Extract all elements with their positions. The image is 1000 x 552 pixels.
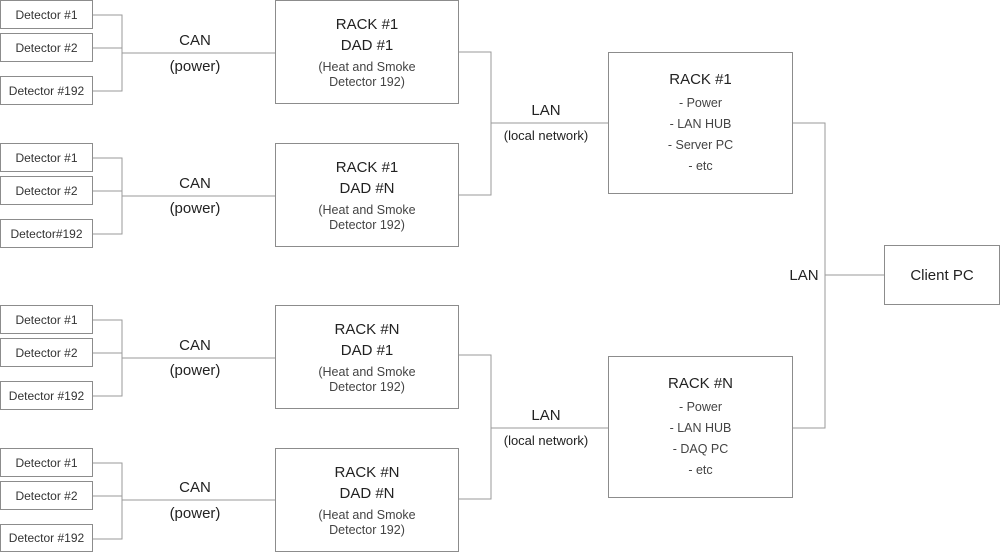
detector-box: Detector #2 (0, 338, 93, 367)
detector-label: Detector #2 (15, 488, 78, 503)
detector-box: Detector #1 (0, 305, 93, 334)
detector-box: Detector #1 (0, 143, 93, 172)
detector-label: Detector #192 (8, 388, 85, 403)
dad-rack-label: RACK #N (334, 464, 400, 481)
rack-item: - etc (688, 463, 713, 477)
rack-title: RACK #1 (669, 71, 732, 88)
dad-name: DAD #1 (340, 37, 394, 54)
detector-box: Detector #192 (0, 76, 93, 105)
client-pc-label: Client PC (910, 266, 974, 284)
detector-label: Detector #2 (15, 40, 78, 55)
lan-link-detail: (local network) (503, 433, 589, 448)
dad-rack-label: RACK #1 (335, 159, 399, 176)
detector-box: Detector #1 (0, 448, 93, 477)
lan-link-label: LAN (531, 102, 561, 119)
dad-name: DAD #N (339, 485, 395, 502)
detector-label: Detector#192 (10, 226, 83, 241)
rack-box: RACK #1 - Power - LAN HUB - Server PC - … (608, 52, 793, 194)
detector-label: Detector #1 (15, 7, 78, 22)
rack-item: - LAN HUB (669, 421, 732, 435)
detector-label: Detector #2 (15, 345, 78, 360)
dad-rack-label: RACK #N (334, 321, 400, 338)
detector-label: Detector #2 (15, 183, 78, 198)
lan-link-label: LAN (531, 407, 561, 424)
can-link-detail: (power) (169, 200, 221, 217)
can-link-label: CAN (179, 175, 211, 192)
rack-item: - Server PC (667, 138, 734, 152)
detector-label: Detector #1 (15, 150, 78, 165)
rack-title: RACK #N (667, 375, 734, 392)
detector-box: Detector #2 (0, 481, 93, 510)
can-link-label: CAN (179, 337, 211, 354)
rack-item: - LAN HUB (669, 117, 732, 131)
detector-label: Detector #192 (8, 531, 85, 545)
can-link-detail: (power) (169, 58, 221, 75)
detector-label: Detector #192 (8, 83, 85, 98)
detector-label: Detector #1 (15, 312, 78, 327)
rack-item: - DAQ PC (672, 442, 729, 456)
rack-item: - Power (678, 96, 723, 110)
lan-link-detail: (local network) (503, 128, 589, 143)
can-link-label: CAN (179, 479, 211, 496)
rack-item: - Power (678, 400, 723, 414)
dad-name: DAD #N (339, 180, 395, 197)
can-link-detail: (power) (169, 362, 221, 379)
detector-box: Detector #2 (0, 33, 93, 62)
detector-box: Detector#192 (0, 219, 93, 248)
rack-item: - etc (688, 159, 713, 173)
client-pc-box: Client PC (884, 245, 1000, 305)
detector-box: Detector #192 (0, 381, 93, 410)
detector-box: Detector #1 (0, 0, 93, 29)
can-link-detail: (power) (169, 505, 221, 522)
dad-rack-label: RACK #1 (335, 16, 399, 33)
rack-box: RACK #N - Power - LAN HUB - DAQ PC - etc (608, 356, 793, 498)
detector-box: Detector #2 (0, 176, 93, 205)
client-lan-label: LAN (789, 267, 819, 284)
detector-box: Detector #192 (0, 524, 93, 552)
dad-name: DAD #1 (340, 342, 394, 359)
detector-label: Detector #1 (15, 455, 78, 470)
can-link-label: CAN (179, 32, 211, 49)
